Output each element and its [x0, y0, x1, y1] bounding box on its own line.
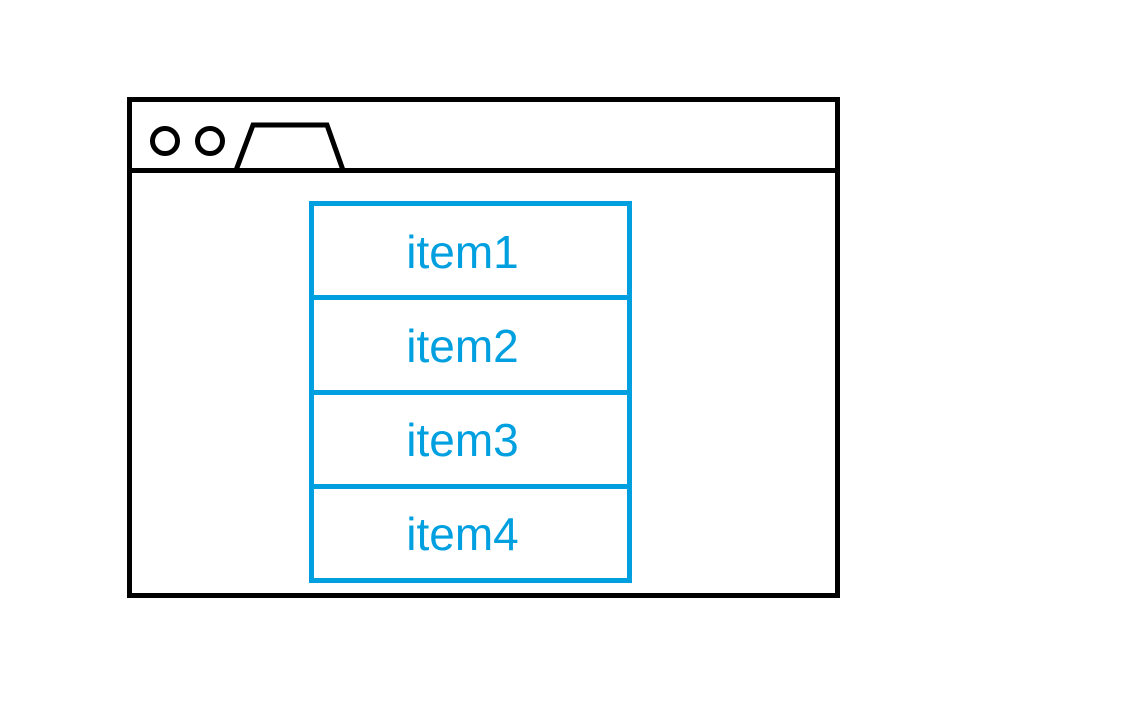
browser-content-area: item1 item2 item3 item4 — [132, 173, 835, 593]
browser-title-bar — [132, 102, 835, 177]
list-item-label: item3 — [406, 414, 519, 467]
list-item[interactable]: item4 — [314, 488, 627, 578]
window-dot-icon-1[interactable] — [150, 126, 180, 156]
list-item-label: item1 — [406, 225, 519, 278]
list-item-label: item2 — [406, 319, 519, 372]
browser-tab[interactable] — [231, 120, 352, 177]
list-item[interactable]: item1 — [314, 206, 627, 301]
browser-tab-icon — [231, 122, 348, 177]
item-list: item1 item2 item3 item4 — [309, 201, 632, 583]
list-item-label: item4 — [406, 508, 519, 561]
list-item[interactable]: item3 — [314, 394, 627, 489]
list-item[interactable]: item2 — [314, 300, 627, 395]
browser-window: item1 item2 item3 item4 — [127, 97, 840, 598]
window-dot-icon-2[interactable] — [195, 126, 225, 156]
